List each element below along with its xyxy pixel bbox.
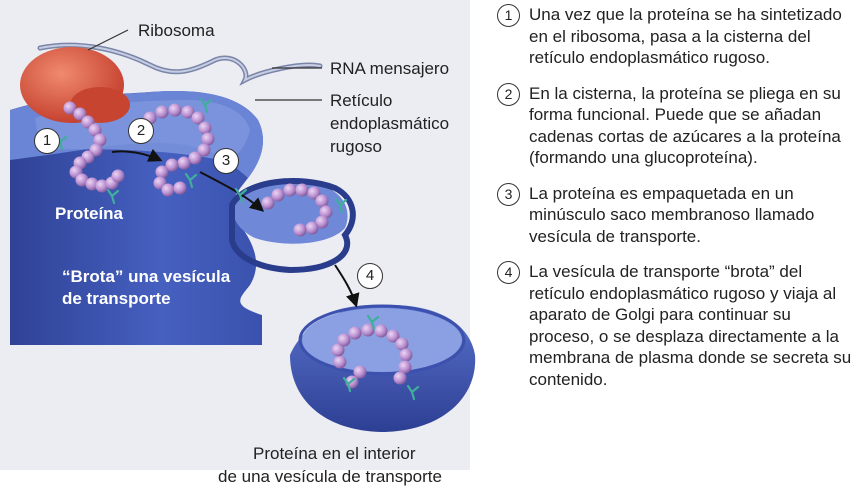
sugar-chain: [342, 376, 356, 393]
protein-bead: [161, 183, 175, 197]
protein-bead: [374, 324, 388, 338]
sugar-chain: [406, 384, 420, 401]
step-text: La vesícula de transporte “brota” del re…: [529, 262, 852, 389]
protein-bead: [85, 177, 99, 191]
protein-bead: [393, 371, 407, 385]
transport-vesicle-lumen: [302, 308, 462, 372]
label-rer-line3: rugoso: [330, 137, 382, 156]
protein-bead: [191, 111, 205, 125]
protein-bead: [165, 158, 179, 172]
step-item-1: 1 Una vez que la proteína se ha sintetiz…: [493, 4, 853, 69]
protein-bead: [319, 205, 333, 219]
caption-line1: Proteína en el interior: [253, 444, 416, 463]
protein-bead: [395, 337, 409, 351]
budding-rim: [229, 178, 356, 274]
protein-bead: [188, 151, 202, 165]
protein-bead: [333, 355, 347, 369]
step-number: 2: [497, 82, 520, 106]
step-text: Una vez que la proteína se ha sintetizad…: [529, 5, 842, 67]
step-number: 3: [497, 182, 520, 206]
protein-bead: [198, 121, 212, 135]
protein-bead: [348, 326, 362, 340]
sugar-chain: [234, 187, 248, 204]
protein-bead: [261, 196, 275, 210]
mrna-strand-highlight: [39, 44, 321, 83]
protein-bead: [337, 333, 351, 347]
label-vesicle-line1: “Brota” una vesícula: [62, 267, 231, 286]
label-rer-line1: Retículo: [330, 91, 393, 110]
step-item-3: 3 La proteína es empaquetada en un minús…: [493, 182, 853, 248]
step-list: 1 Una vez que la proteína se ha sintetiz…: [493, 4, 853, 404]
protein-bead: [173, 181, 187, 195]
protein-bead: [399, 348, 413, 362]
protein-bead: [88, 123, 102, 137]
sugar-chain: [366, 314, 380, 331]
protein-bead: [95, 179, 109, 193]
protein-bead: [331, 343, 345, 357]
label-ribosome: Ribosoma: [138, 21, 215, 40]
label-rer-line2: endoplasmático: [330, 114, 450, 133]
step-number: 1: [497, 4, 520, 27]
arrow-step-2-to-3: [199, 171, 265, 212]
protein-bead: [73, 107, 87, 121]
protein-bead: [155, 105, 169, 119]
protein-bead: [155, 165, 169, 179]
protein-bead: [295, 183, 309, 197]
protein-bead: [315, 215, 329, 229]
protein-bead: [63, 101, 77, 115]
protein-bead: [386, 329, 400, 343]
transport-vesicle-rim: [298, 304, 466, 376]
protein-bead: [307, 186, 321, 200]
sugar-chain: [106, 188, 120, 205]
step-text: En la cisterna, la proteína se pliega en…: [529, 83, 841, 168]
protein-bead: [293, 223, 307, 237]
arrow-step-1-to-2: [111, 148, 163, 162]
protein-bead: [305, 221, 319, 235]
step-item-2: 2 En la cisterna, la proteína se pliega …: [493, 82, 853, 169]
protein-bead: [353, 365, 367, 379]
step-item-4: 4 La vesícula de transporte “brota” del …: [493, 261, 853, 390]
protein-bead: [197, 143, 211, 157]
protein-bead: [111, 169, 125, 183]
sugar-chain: [199, 97, 213, 114]
label-protein: Proteína: [55, 204, 124, 223]
label-mrna: RNA mensajero: [330, 59, 450, 78]
marker-2: 2: [128, 118, 154, 144]
protein-bead: [75, 173, 89, 187]
step-number: 4: [497, 261, 520, 284]
protein-bead: [271, 188, 285, 202]
protein-bead: [168, 103, 182, 117]
arrow-step-3-to-4: [334, 264, 360, 308]
marker-3: 3: [213, 148, 239, 174]
protein-bead: [398, 360, 412, 374]
sugar-chain: [184, 172, 198, 189]
protein-bead: [361, 323, 375, 337]
caption-line2: de una vesícula de transporte: [218, 467, 442, 486]
protein-bead: [93, 133, 107, 147]
step-text: La proteína es empaquetada en un minúscu…: [529, 183, 815, 246]
marker-1: 1: [34, 128, 60, 154]
protein-bead: [177, 156, 191, 170]
marker-4: 4: [357, 263, 383, 289]
protein-chains: [54, 97, 420, 401]
protein-bead: [283, 183, 297, 197]
protein-bead: [181, 105, 195, 119]
protein-bead: [315, 194, 329, 208]
sugar-chain: [334, 197, 348, 214]
leader-ribosome: [87, 29, 129, 51]
protein-bead: [201, 132, 215, 146]
label-vesicle-line2: de transporte: [62, 289, 171, 308]
